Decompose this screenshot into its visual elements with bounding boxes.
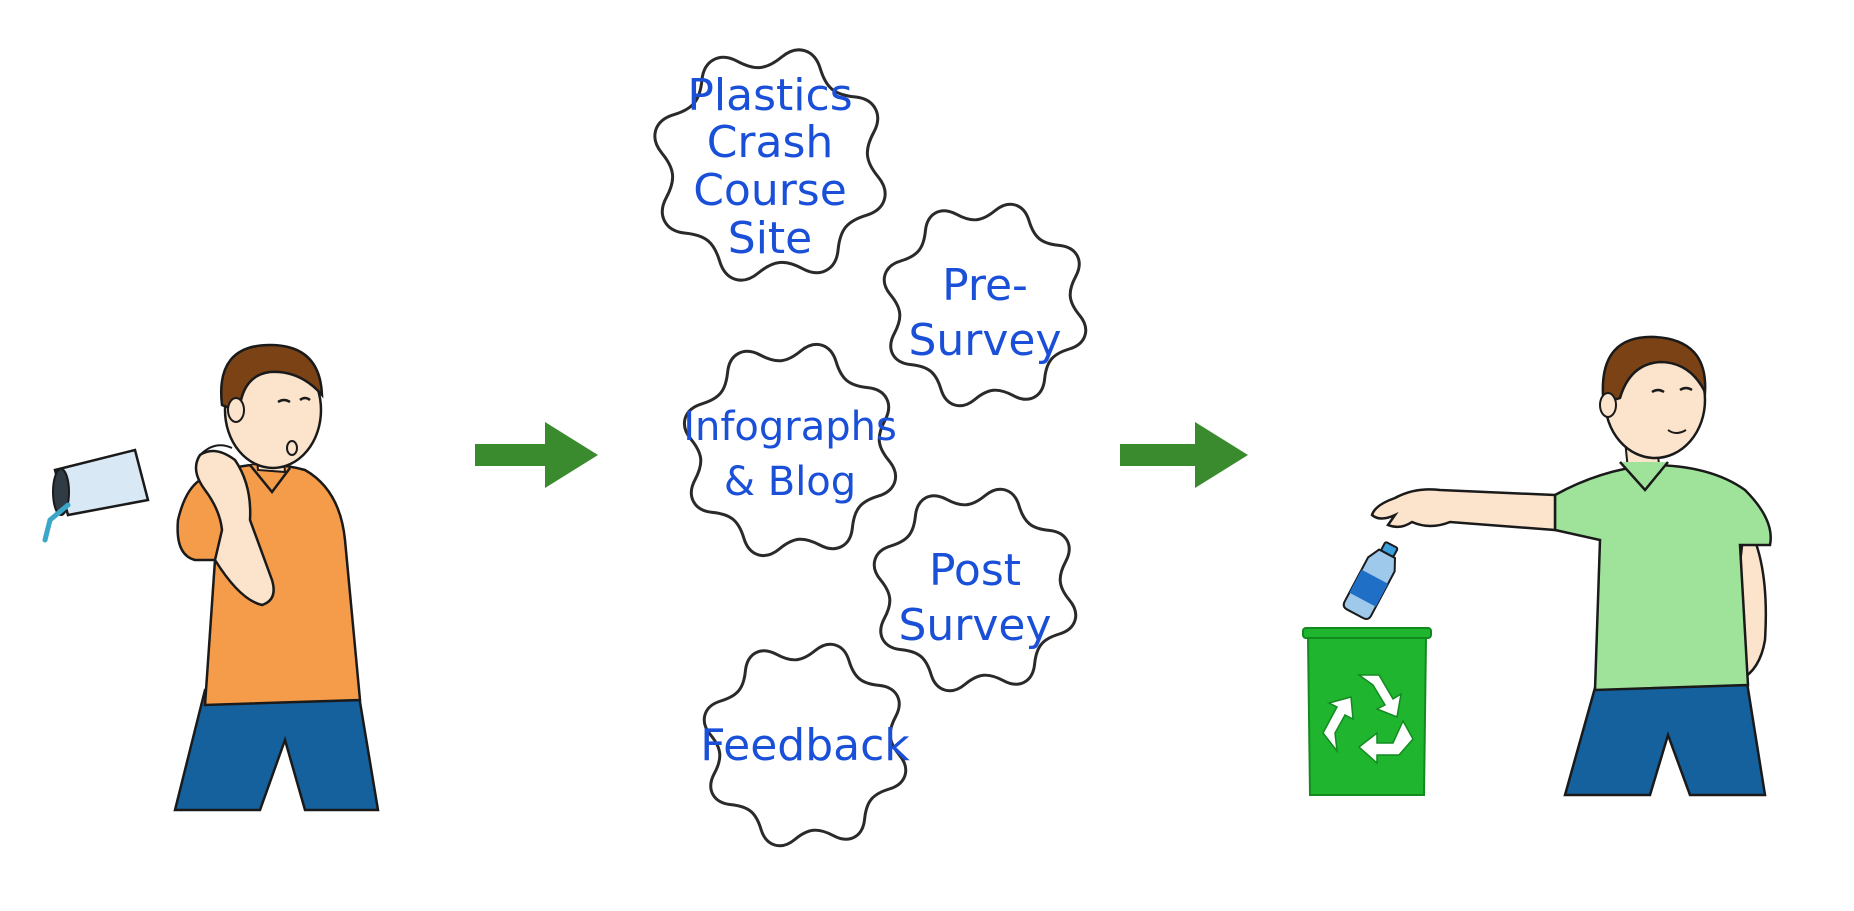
recycle-symbol-icon [1322,674,1414,765]
gear-label-line: Feedback [700,720,910,771]
gear-label-line: Infographs [683,404,897,450]
gear-outline [653,48,887,282]
person-before-arm [194,449,275,607]
gear-post-survey: Post Survey [872,487,1078,693]
gear-plastics-crash-course-site: Plastics Crash Course Site [653,48,887,282]
gear-cluster: Plastics Crash Course Site Pre- Survey I… [653,48,1088,848]
gear-feedback: Feedback [700,642,910,848]
plastic-bottle-icon [1342,541,1399,620]
gear-label-line: Post [929,545,1021,596]
gear-label-line: Course [693,165,847,216]
gear-label-line: Pre- [942,260,1028,311]
gear-outline [702,642,908,848]
person-before-illustration [42,343,380,812]
person-after-pants [1563,668,1767,797]
gear-label-line: Crash [707,117,834,168]
plastic-cup-icon [42,448,150,543]
person-after-illustration [1302,335,1772,797]
person-before-pants [173,688,380,812]
gear-label-line: Survey [898,600,1051,651]
person-after-shirt [1553,463,1772,692]
gear-pre-survey: Pre- Survey [882,202,1088,408]
gear-outline [682,342,898,558]
gear-label-line: Plastics [687,70,852,121]
arrow-icon-left [475,422,598,488]
gear-label-line: Survey [908,315,1061,366]
recycle-bin-icon [1302,627,1432,796]
gear-infographs-blog: Infographs & Blog [682,342,898,558]
person-after-arm [1370,488,1557,532]
arrow-icon-right [1120,422,1248,488]
person-after-hair [1601,335,1707,401]
gear-label-line: & Blog [724,459,856,505]
gear-label-line: Site [728,213,812,264]
gear-outline [882,202,1088,408]
gear-outline [872,487,1078,693]
